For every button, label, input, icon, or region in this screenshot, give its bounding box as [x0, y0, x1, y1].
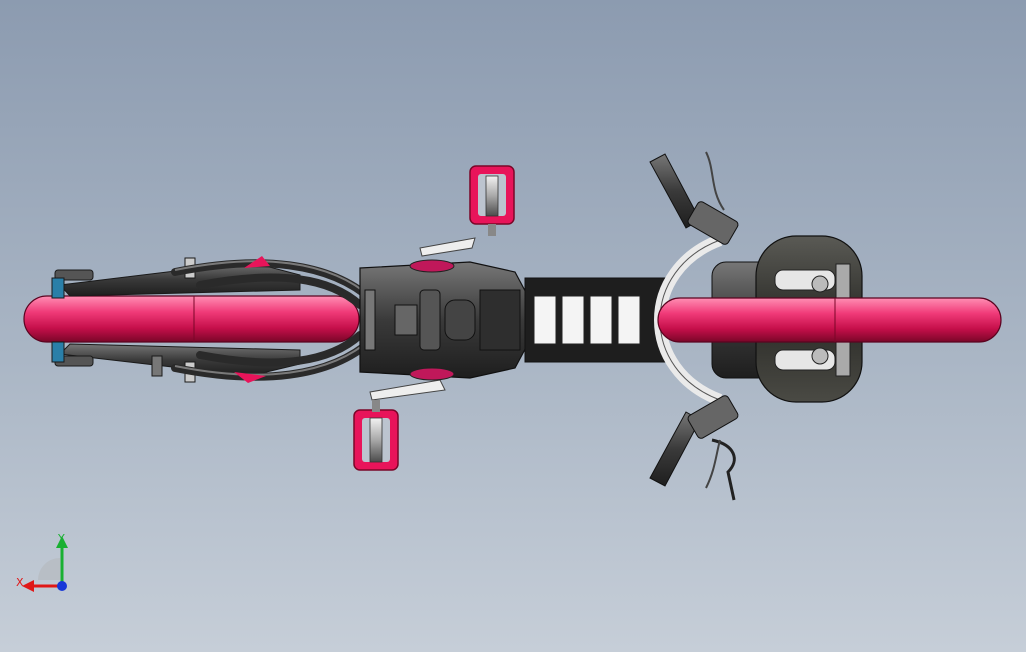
footpeg-bar-bottom — [369, 379, 446, 401]
pedal-bottom — [353, 400, 399, 471]
pedal-top — [469, 165, 515, 236]
frame-slats — [533, 295, 641, 345]
y-axis-label: Y — [58, 532, 65, 545]
x-axis-label: X — [16, 576, 24, 589]
right-grip — [649, 395, 739, 501]
exhaust-pipes — [171, 259, 376, 381]
front-tire — [657, 297, 1002, 343]
rear-swingarm — [51, 257, 301, 383]
rear-accent-bottom — [234, 372, 266, 383]
z-axis-dot — [57, 581, 67, 591]
rear-tire — [23, 295, 360, 343]
engine-details — [364, 289, 521, 351]
footpeg-bar-top — [419, 237, 476, 257]
rear-accent-top — [244, 256, 270, 268]
orientation-triad — [22, 536, 68, 592]
left-grip — [649, 151, 739, 245]
